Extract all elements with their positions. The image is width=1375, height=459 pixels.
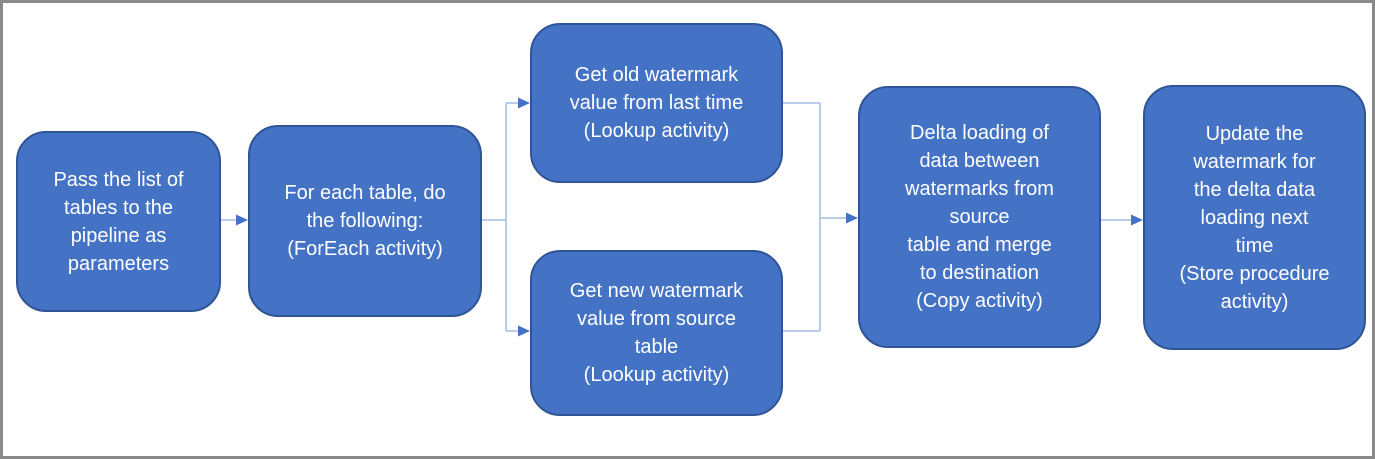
connector-line xyxy=(482,102,519,332)
node-pass-tables-label: Pass the list of tables to the pipeline … xyxy=(53,168,184,275)
node-foreach-label: For each table, do the following: (ForEa… xyxy=(284,182,446,260)
node-new-watermark: Get new watermark value from source tabl… xyxy=(530,250,783,416)
node-old-watermark-label: Get old watermark value from last time (… xyxy=(569,64,744,142)
arrowhead-icon xyxy=(1131,214,1143,226)
node-old-watermark: Get old watermark value from last time (… xyxy=(530,23,783,183)
node-update-watermark: Update the watermark for the delta data … xyxy=(1143,85,1366,350)
node-update-watermark-label: Update the watermark for the delta data … xyxy=(1179,122,1330,313)
arrowhead-icon xyxy=(518,325,530,337)
arrowhead-icon xyxy=(518,97,530,109)
node-new-watermark-label: Get new watermark value from source tabl… xyxy=(569,280,744,386)
node-delta-loading-label: Delta loading of data between watermarks… xyxy=(905,122,1054,312)
node-pass-tables: Pass the list of tables to the pipeline … xyxy=(16,131,221,312)
node-foreach: For each table, do the following: (ForEa… xyxy=(248,125,482,317)
connector-line xyxy=(783,102,847,332)
node-delta-loading: Delta loading of data between watermarks… xyxy=(858,86,1101,348)
arrowhead-icon xyxy=(236,214,248,226)
arrowhead-icon xyxy=(846,212,858,224)
